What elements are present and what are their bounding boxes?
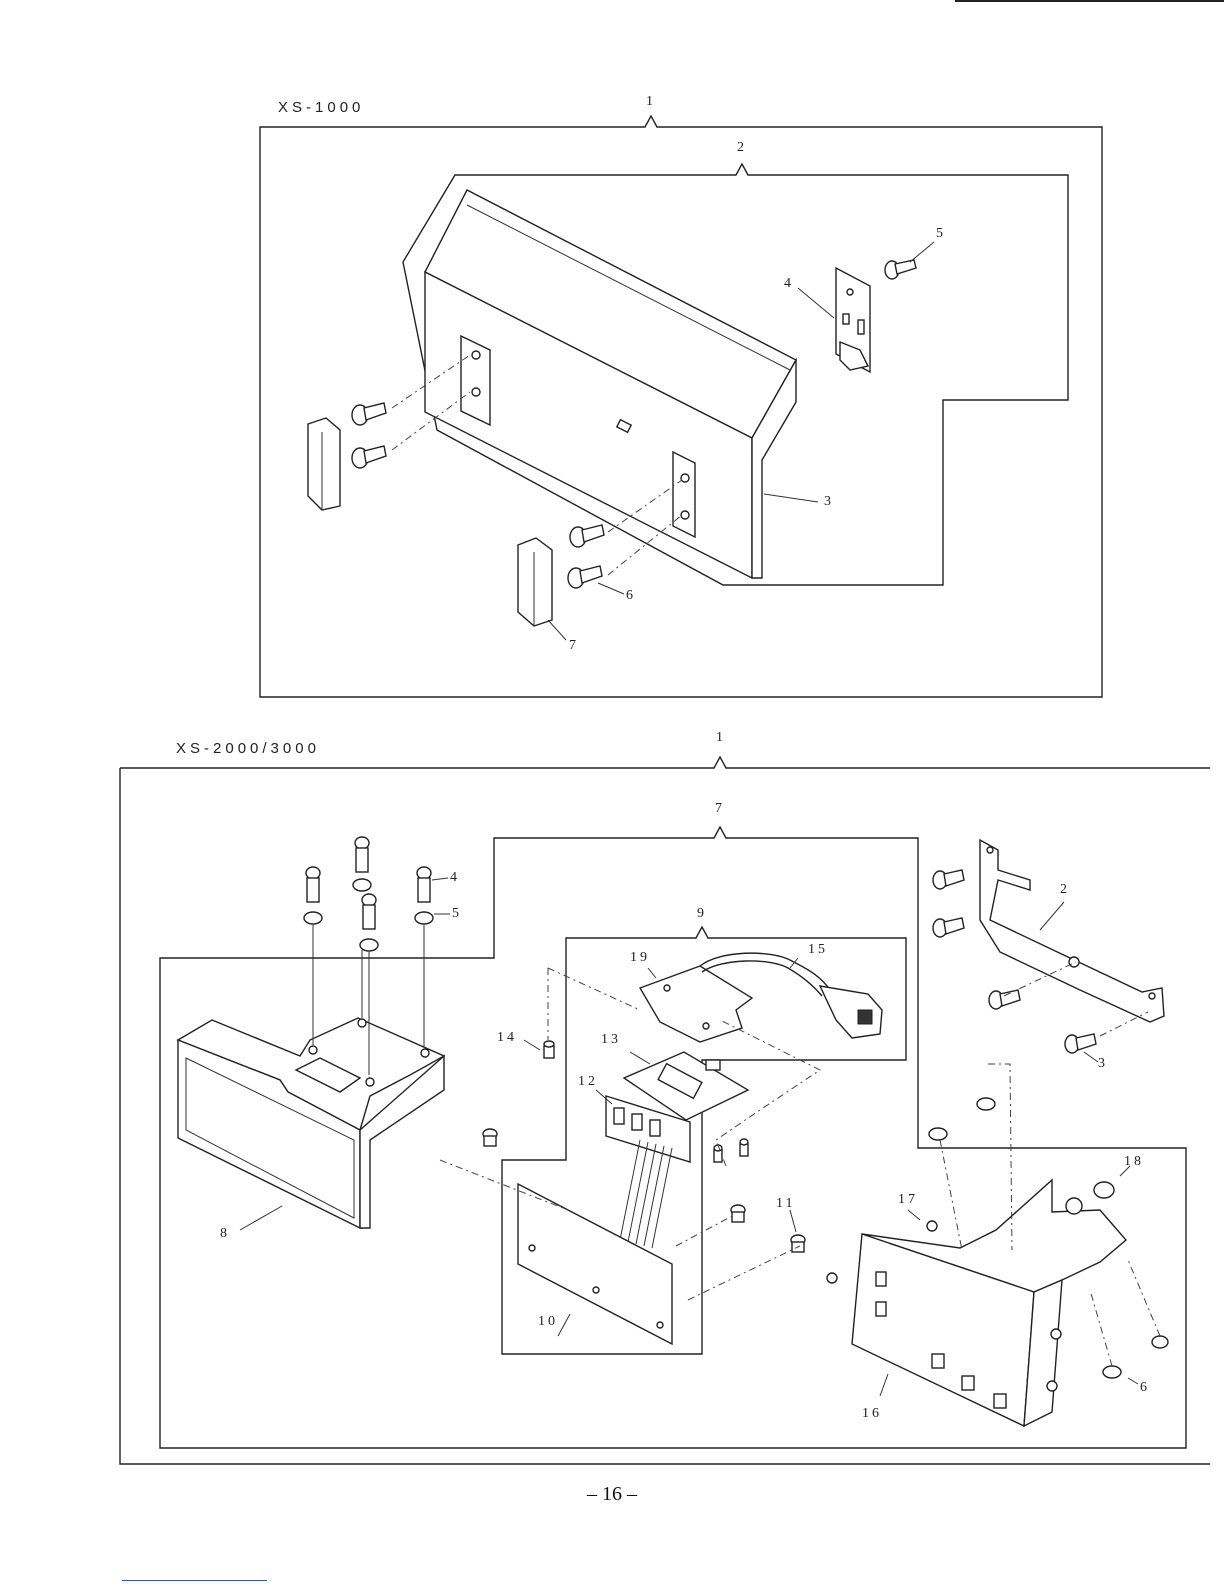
callout-top-3: 3 [824, 494, 834, 510]
pcb-19 [640, 953, 882, 1042]
callout-bottom-5: 5 [452, 906, 462, 922]
screw-11a-icon [483, 1129, 497, 1146]
callout-top-1: 1 [646, 94, 656, 110]
screw-4a-icon [304, 867, 322, 924]
rubber-foot-bottom [518, 538, 552, 626]
callout-bottom-2: 2 [1060, 882, 1070, 898]
callout-bottom-11: 11 [776, 1196, 795, 1212]
leader-8 [240, 1206, 282, 1230]
screw-bracket-c-icon [989, 990, 1020, 1009]
grommet-a-icon [929, 1128, 947, 1140]
screw-4c-icon [360, 894, 378, 951]
callout-bottom-19: 19 [630, 950, 650, 966]
callout-bottom-15: 15 [808, 942, 828, 958]
grommet-b-icon [977, 1098, 995, 1110]
screw-bracket-b-icon [933, 918, 964, 937]
callout-bottom-6: 6 [1140, 1380, 1150, 1396]
screw-6-upper-icon [570, 525, 604, 547]
ribbon-wires [620, 1140, 672, 1248]
callout-top-5: 5 [936, 226, 946, 242]
screw-3-icon [1065, 1034, 1096, 1053]
leader-4-5 [432, 878, 450, 914]
callout-top-4: 4 [784, 276, 794, 292]
chassis-16 [852, 1180, 1126, 1426]
screw-16a-icon [1051, 1329, 1061, 1339]
screw-bracket-a-icon [933, 870, 964, 889]
callout-bottom-16: 16 [862, 1406, 882, 1422]
callout-bottom-1: 1 [716, 730, 726, 746]
screw-left-lower-icon [352, 446, 386, 468]
screw-left-upper-icon [352, 403, 386, 425]
callout-bottom-4: 4 [450, 870, 460, 886]
callout-bottom-9: 9 [697, 906, 707, 922]
screw-14-icon [544, 1041, 554, 1058]
screw-17b-icon [827, 1273, 837, 1283]
board-12 [606, 1096, 690, 1248]
screw-5-icon [885, 260, 916, 279]
switch-board [836, 268, 870, 372]
screw-11c-icon [791, 1235, 805, 1252]
page-number: – 16 – [0, 1483, 1224, 1506]
grommet-d-icon [1103, 1366, 1121, 1378]
mount-plate-right [673, 452, 695, 537]
callout-bottom-8: 8 [220, 1226, 230, 1242]
leader-5 [910, 242, 934, 262]
callout-bottom-17: 17 [898, 1192, 918, 1208]
rubber-foot-left [308, 418, 340, 510]
callout-top-2: 2 [737, 140, 747, 156]
xs1000-assembly-group [260, 116, 1102, 697]
leader-3 [764, 494, 818, 502]
screw-11b-icon [731, 1205, 745, 1222]
screw-4d-icon [415, 867, 433, 924]
callout-bottom-3: 3 [1098, 1056, 1108, 1072]
standoff-a-icon [714, 1145, 722, 1162]
grommet-c-icon [1152, 1336, 1168, 1348]
callout-bottom-7: 7 [715, 801, 725, 817]
display-cover [178, 1018, 444, 1228]
knob-18-icon [1094, 1182, 1114, 1198]
callout-bottom-13: 13 [601, 1032, 621, 1048]
leader-4 [798, 288, 834, 318]
xs2000-assembly-group [120, 757, 1210, 1464]
screw-4b-icon [353, 837, 371, 891]
standoff-b-icon [740, 1139, 748, 1156]
bottom-link-underline [122, 1580, 267, 1581]
connector-plug [820, 986, 882, 1038]
callout-bottom-14: 14 [497, 1030, 517, 1046]
callout-bottom-10: 10 [538, 1314, 558, 1330]
screw-6-lower-icon [568, 566, 602, 588]
mount-plate-left [461, 336, 490, 425]
callout-top-7: 7 [569, 638, 579, 654]
leader-6 [598, 583, 624, 594]
screw-16b-icon [1047, 1381, 1057, 1391]
callout-bottom-12: 12 [578, 1074, 598, 1090]
callout-bottom-18: 18 [1124, 1154, 1144, 1170]
screw-17-icon [927, 1221, 937, 1231]
callout-top-6: 6 [626, 588, 636, 604]
leader-7 [548, 620, 566, 640]
